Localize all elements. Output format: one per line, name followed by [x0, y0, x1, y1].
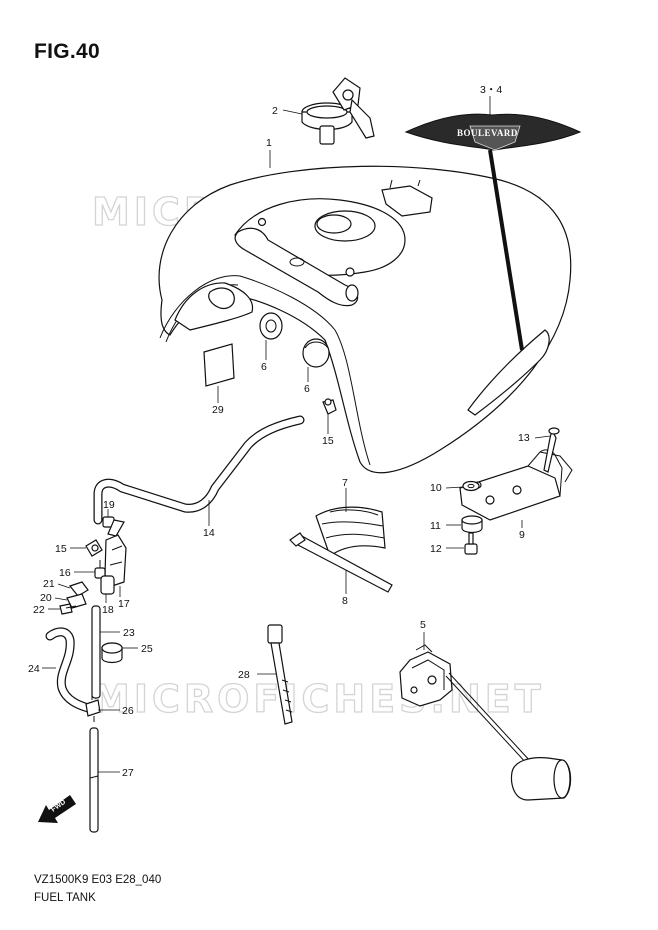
callout-25: 25: [141, 643, 153, 655]
callout-21: 21: [43, 578, 55, 590]
joint-26[interactable]: [85, 694, 101, 722]
tank-band[interactable]: [289, 532, 393, 593]
callout-1: 1: [266, 137, 272, 149]
leader-2: [282, 109, 303, 115]
hose-clamp-upper[interactable]: [322, 398, 337, 415]
callout-29: 29: [212, 404, 224, 416]
bolt-13[interactable]: [543, 427, 560, 473]
washer-10[interactable]: [462, 480, 480, 492]
bracket-21[interactable]: [68, 581, 89, 597]
callout-11: 11: [430, 520, 441, 532]
fuel-valve-bracket[interactable]: [104, 519, 127, 587]
fuel-cap[interactable]: [301, 77, 375, 145]
callout-10: 10: [430, 482, 442, 494]
screw-22[interactable]: [59, 603, 77, 615]
cushion-lower[interactable]: [302, 338, 330, 368]
callout-8: 8: [342, 595, 348, 607]
cushion-pad[interactable]: [203, 343, 235, 387]
callout-9: 9: [519, 529, 525, 541]
callout-23: 23: [123, 627, 135, 639]
emblem-text: BOULEVARD: [457, 128, 518, 138]
clip-15[interactable]: [85, 539, 103, 557]
callout-12: 12: [430, 543, 442, 555]
callout-6-upper: 6: [261, 361, 267, 373]
valve-16[interactable]: [94, 560, 106, 579]
callout-17: 17: [118, 598, 130, 610]
hose-23[interactable]: [91, 605, 101, 699]
leader-10: [445, 486, 464, 489]
cushion-11[interactable]: [461, 515, 483, 534]
callout-7: 7: [342, 477, 348, 489]
valve-body-18[interactable]: [100, 575, 115, 595]
callout-15-upper: 15: [322, 435, 334, 447]
callout-6-lower: 6: [304, 383, 310, 395]
tank-rubber-cushion[interactable]: [315, 506, 386, 557]
callout-27: 27: [122, 767, 134, 779]
figure-name: FUEL TANK: [34, 892, 96, 904]
forward-arrow-icon: FWD: [38, 795, 76, 823]
cable-tie[interactable]: [267, 624, 293, 725]
fuel-tank[interactable]: [158, 165, 572, 474]
callout-18: 18: [102, 604, 114, 616]
callout-5: 5: [420, 619, 426, 631]
hose-24[interactable]: [45, 627, 93, 713]
callout-24: 24: [28, 663, 40, 675]
callout-16: 16: [59, 567, 71, 579]
leader-21: [57, 583, 71, 589]
callout-13: 13: [518, 432, 530, 444]
callout-2: 2: [272, 105, 278, 117]
leader-13: [534, 435, 551, 439]
figure-code: VZ1500K9 E03 E28_040: [34, 874, 162, 886]
cushion-upper[interactable]: [259, 312, 283, 340]
leader-lines: [42, 96, 551, 773]
callout-26: 26: [122, 705, 134, 717]
fuel-level-gauge[interactable]: [399, 644, 572, 801]
callout-19: 19: [103, 499, 115, 511]
callout-22: 22: [33, 604, 45, 616]
callout-20: 20: [40, 592, 52, 604]
callout-numbers: 1 2 3・4 5 6 6 7 8 9 10 11 12 13 14 15 15…: [28, 84, 530, 779]
leader-3-4-pointer: [488, 149, 524, 351]
tank-emblem[interactable]: BOULEVARD: [404, 113, 582, 151]
leader-20: [54, 597, 68, 601]
callout-3-4: 3・4: [480, 84, 502, 96]
hose-27[interactable]: [89, 727, 99, 833]
cushion-25[interactable]: [101, 642, 123, 664]
breather-hose[interactable]: [93, 415, 305, 525]
watermark-bottom: MICROFICHES.NET: [92, 677, 545, 721]
callout-28: 28: [238, 669, 250, 681]
figure-title: FIG.40: [34, 40, 100, 63]
callout-15-lower: 15: [55, 543, 67, 555]
callout-14: 14: [203, 527, 215, 539]
bolt-12[interactable]: [464, 532, 478, 555]
